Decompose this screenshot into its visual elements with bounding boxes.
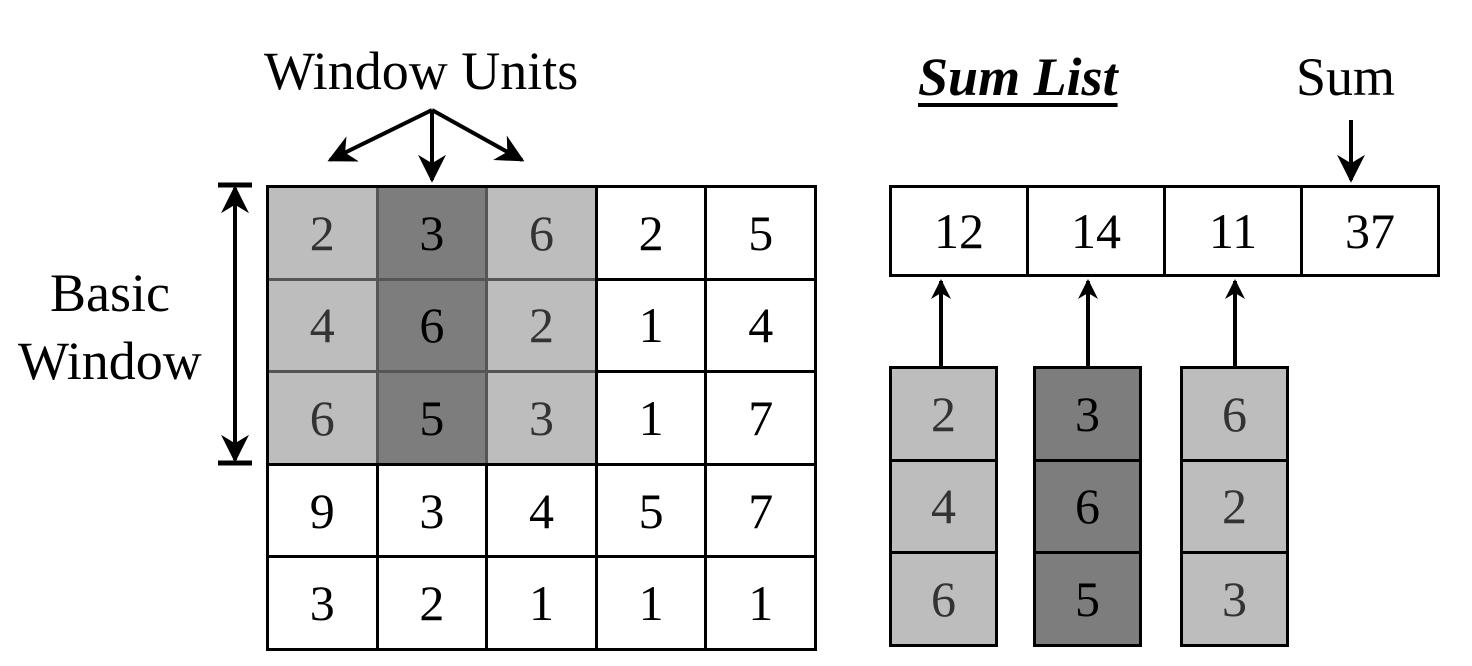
window-unit-cell: 5 [1033, 551, 1142, 647]
window-unit-cell: 2 [889, 366, 998, 462]
window-unit-cell: 3 [1033, 366, 1142, 462]
basic-window-label-line1: Basic [50, 263, 170, 323]
sum-list-cell: 12 [889, 185, 1029, 277]
basic-window-label-line2: Window [18, 331, 202, 391]
grid-cell: 3 [485, 370, 598, 466]
grid-cell: 5 [375, 370, 489, 466]
window-units-arrows [327, 108, 525, 183]
window-unit-cell: 2 [1180, 458, 1289, 554]
sum-total-cell: 37 [1300, 185, 1440, 277]
window-units-arrow-right [431, 108, 525, 162]
basic-window-span-arrow [218, 182, 252, 466]
window-unit-cell: 6 [889, 551, 998, 647]
grid-cell: 1 [594, 370, 708, 466]
grid-cell: 7 [704, 370, 817, 466]
window-units-label: Window Units [264, 41, 579, 101]
grid-cell: 1 [704, 555, 817, 651]
sum-label: Sum [1296, 47, 1396, 107]
window-units-arrow-left [327, 108, 433, 162]
grid-cell: 4 [704, 277, 817, 374]
grid-cell: 6 [375, 277, 489, 374]
sum-list-cell: 14 [1026, 185, 1166, 277]
grid-cell: 3 [375, 462, 489, 559]
grid-cell: 5 [594, 462, 708, 559]
window-unit-cell: 4 [889, 458, 998, 554]
sum-list-title: Sum List [918, 47, 1118, 107]
window-unit-cell: 3 [1180, 551, 1289, 647]
window-unit-cell: 6 [1033, 458, 1142, 554]
sum-list-cell: 11 [1163, 185, 1303, 277]
